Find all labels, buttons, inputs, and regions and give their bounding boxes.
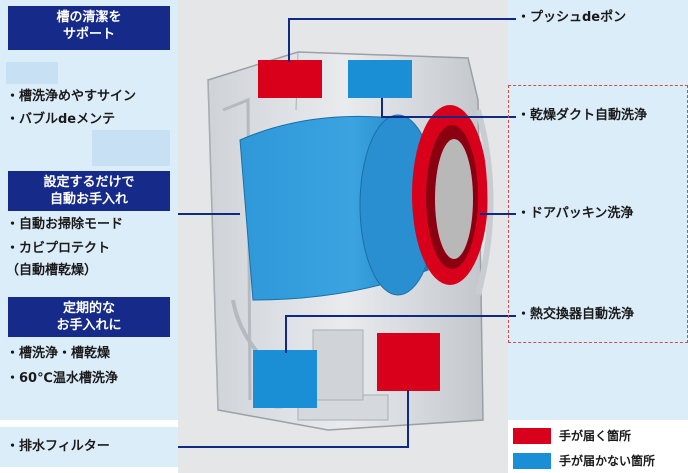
connector-line bbox=[480, 213, 516, 215]
heading-line: サポート bbox=[62, 27, 115, 42]
feature-item-door-gasket: ・ドアパッキン洗浄 bbox=[517, 206, 634, 221]
feature-item: （自動槽乾燥） bbox=[6, 263, 98, 278]
feature-item: ・カビプロテクト bbox=[6, 241, 111, 256]
section-heading-regular-care: 定期的な お手入れに bbox=[8, 297, 170, 337]
connector-line bbox=[381, 98, 383, 118]
washer-dryer-cutaway-illustration bbox=[178, 0, 508, 473]
connector-line bbox=[407, 390, 409, 448]
legend-no-reach-label: 手が届かない箇所 bbox=[559, 454, 656, 468]
section-heading-cleanliness: 槽の清潔を サポート bbox=[8, 6, 170, 50]
connector-line bbox=[288, 18, 290, 62]
connector-line bbox=[288, 18, 516, 20]
feature-item: ・槽洗浄めやすサイン bbox=[6, 89, 137, 104]
connector-line bbox=[285, 315, 287, 353]
legend-no-reach-swatch bbox=[513, 453, 551, 469]
connector-line bbox=[381, 116, 516, 118]
right-feature-panel bbox=[508, 0, 688, 420]
legend-reach-label: 手が届く箇所 bbox=[559, 429, 632, 443]
feature-item-drain-filter: ・排水フィルター bbox=[6, 439, 110, 454]
feature-item: ・60℃温水槽洗浄 bbox=[6, 371, 118, 386]
feature-item-dry-duct: ・乾燥ダクト自動洗浄 bbox=[517, 108, 648, 123]
drain-area-no-reach-swatch bbox=[253, 350, 317, 408]
feature-item: ・槽洗浄・槽乾燥 bbox=[6, 346, 111, 361]
filter-reach-swatch bbox=[377, 333, 440, 391]
feature-item-push-de-pon: ・プッシュdeポン bbox=[517, 10, 627, 25]
feature-item: ・自動お掃除モード bbox=[6, 217, 124, 232]
legend-reach-swatch bbox=[513, 428, 551, 444]
feature-item-heat-exchanger: ・熱交換器自動洗浄 bbox=[517, 307, 635, 322]
heading-line: お手入れに bbox=[56, 318, 122, 333]
dry-duct-no-reach-swatch bbox=[348, 60, 412, 98]
connector-line bbox=[285, 315, 516, 317]
heading-line: 槽の清潔を bbox=[56, 10, 122, 25]
filter-label-strip bbox=[0, 427, 178, 467]
push-de-pon-reach-swatch bbox=[258, 60, 322, 98]
section-heading-auto-care: 設定するだけで 自動お手入れ bbox=[8, 171, 170, 211]
decorative-block bbox=[6, 62, 58, 84]
connector-line bbox=[178, 446, 409, 448]
decorative-block bbox=[92, 130, 170, 166]
heading-line: 設定するだけで bbox=[43, 175, 135, 190]
connector-line bbox=[178, 213, 240, 215]
heading-line: 自動お手入れ bbox=[49, 192, 128, 207]
heading-line: 定期的な bbox=[62, 301, 115, 316]
feature-item: ・バブルdeメンテ bbox=[6, 112, 116, 127]
